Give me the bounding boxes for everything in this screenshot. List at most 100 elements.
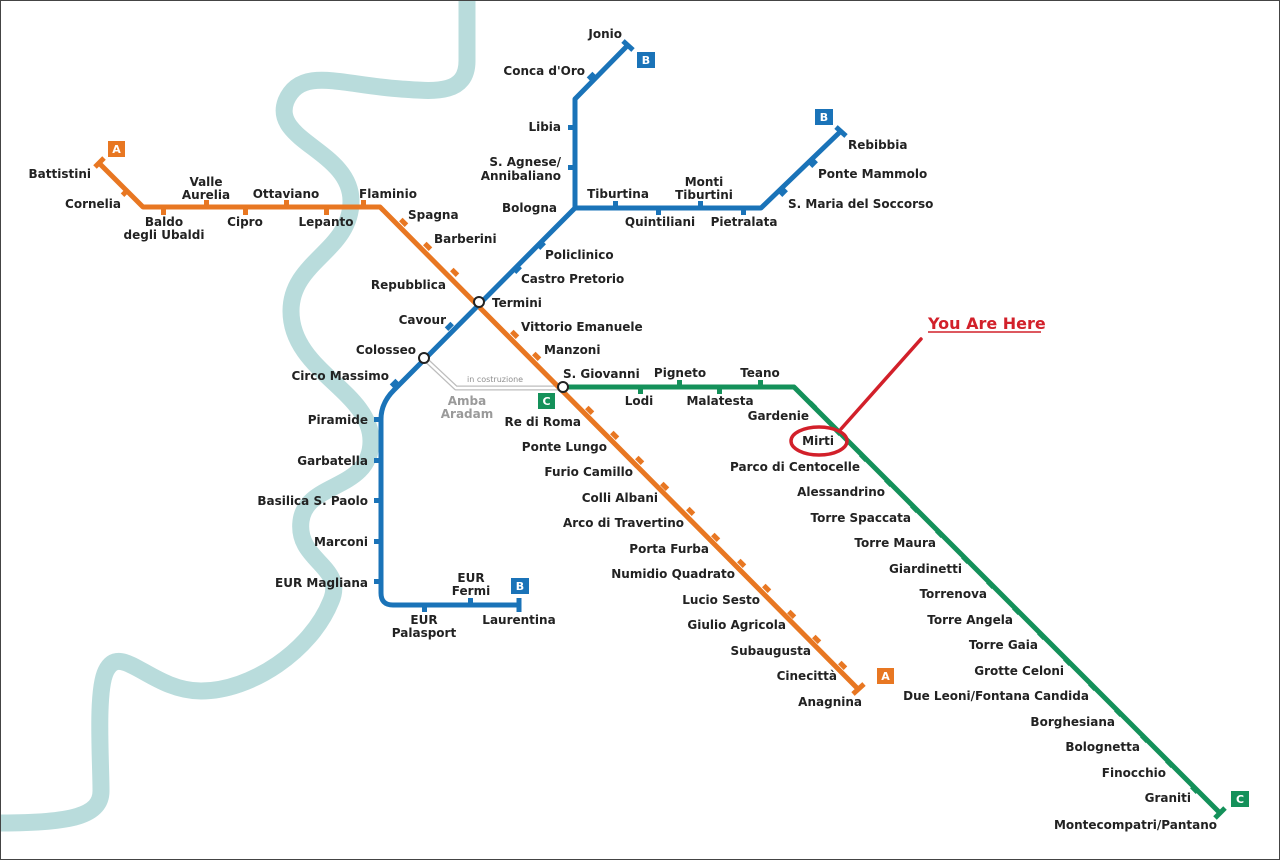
station-giulio-agricola[interactable]: Giulio Agricola <box>687 618 786 632</box>
line-b-terminus-rebibbia <box>834 125 848 138</box>
station-s-maria-del-soccorso[interactable]: S. Maria del Soccorso <box>788 197 933 211</box>
station-libia[interactable]: Libia <box>528 120 561 134</box>
amba-aradam-label-2: Aradam <box>441 407 494 421</box>
station-pietralata[interactable]: Pietralata <box>711 215 778 229</box>
station-eur-fermi-line1[interactable]: EUR <box>457 571 484 585</box>
station-torre-spaccata[interactable]: Torre Spaccata <box>811 511 911 525</box>
station-porta-furba[interactable]: Porta Furba <box>629 542 709 556</box>
station-pigneto[interactable]: Pigneto <box>654 366 706 380</box>
station-garbatella[interactable]: Garbatella <box>297 454 368 468</box>
station-circo-massimo[interactable]: Circo Massimo <box>291 369 389 383</box>
station-colli-albani[interactable]: Colli Albani <box>582 491 658 505</box>
station-manzoni[interactable]: Manzoni <box>544 343 600 357</box>
interchange-s-giovanni[interactable] <box>557 381 569 393</box>
station-repubblica[interactable]: Repubblica <box>371 278 446 292</box>
badge-b-jonio: B <box>637 52 655 68</box>
station-jonio[interactable]: Jonio <box>587 27 622 41</box>
badge-a-anagnina: A <box>877 668 894 684</box>
you-are-here-label: You Are Here <box>927 314 1046 333</box>
station-furio-camillo[interactable]: Furio Camillo <box>544 465 633 479</box>
station-valle-aurelia-line1[interactable]: Valle <box>189 175 222 189</box>
station-anagnina[interactable]: Anagnina <box>798 695 862 709</box>
station-piramide[interactable]: Piramide <box>308 413 368 427</box>
station-parco-di-centocelle[interactable]: Parco di Centocelle <box>730 460 860 474</box>
station-baldo-degli-ubaldi-line2[interactable]: degli Ubaldi <box>124 228 205 242</box>
svg-text:C: C <box>542 395 550 408</box>
you-are-here-pointer <box>839 337 923 431</box>
station-quintiliani[interactable]: Quintiliani <box>625 215 695 229</box>
station-marconi[interactable]: Marconi <box>314 535 368 549</box>
badge-c-s-giovanni: C <box>538 393 555 409</box>
station-barberini[interactable]: Barberini <box>434 232 497 246</box>
station-monti-tiburtini-line2[interactable]: Tiburtini <box>675 188 733 202</box>
station-cavour[interactable]: Cavour <box>399 313 447 327</box>
station-valle-aurelia-line2[interactable]: Aurelia <box>182 188 230 202</box>
interchange-termini[interactable] <box>473 296 485 308</box>
station-gardenie[interactable]: Gardenie <box>748 409 809 423</box>
station-torre-angela[interactable]: Torre Angela <box>927 613 1013 627</box>
under-construction-track-inner <box>423 357 561 390</box>
station-bolognetta[interactable]: Bolognetta <box>1065 740 1140 754</box>
station-tiburtina[interactable]: Tiburtina <box>587 187 649 201</box>
station-alessandrino[interactable]: Alessandrino <box>797 485 885 499</box>
amba-aradam-label-1: Amba <box>448 394 486 408</box>
station-cinecitta[interactable]: Cinecittà <box>777 669 837 683</box>
station-termini[interactable]: Termini <box>492 296 542 310</box>
station-lucio-sesto[interactable]: Lucio Sesto <box>682 593 760 607</box>
station-colosseo[interactable]: Colosseo <box>356 343 416 357</box>
badge-b-rebibbia: B <box>815 109 833 125</box>
station-baldo-degli-ubaldi-line1[interactable]: Baldo <box>145 215 183 229</box>
station-bologna[interactable]: Bologna <box>502 201 557 215</box>
station-spagna[interactable]: Spagna <box>408 208 459 222</box>
station-castro-pretorio[interactable]: Castro Pretorio <box>521 272 624 286</box>
station-re-di-roma[interactable]: Re di Roma <box>504 415 581 429</box>
station-giardinetti[interactable]: Giardinetti <box>889 562 962 576</box>
station-torre-gaia[interactable]: Torre Gaia <box>969 638 1038 652</box>
station-monti-tiburtini-line1[interactable]: Monti <box>685 175 724 189</box>
station-arco-di-travertino[interactable]: Arco di Travertino <box>563 516 684 530</box>
interchange-colosseo[interactable] <box>418 352 430 364</box>
station-torrenova[interactable]: Torrenova <box>919 587 987 601</box>
station-laurentina[interactable]: Laurentina <box>482 613 555 627</box>
station-basilica-s-paolo[interactable]: Basilica S. Paolo <box>257 494 368 508</box>
svg-text:C: C <box>1236 793 1244 806</box>
station-battistini[interactable]: Battistini <box>29 167 91 181</box>
station-cornelia[interactable]: Cornelia <box>65 197 121 211</box>
station-finocchio[interactable]: Finocchio <box>1102 766 1166 780</box>
station-torre-maura[interactable]: Torre Maura <box>854 536 936 550</box>
station-vittorio-emanuele[interactable]: Vittorio Emanuele <box>521 320 643 334</box>
station-malatesta[interactable]: Malatesta <box>686 394 753 408</box>
station-borghesiana[interactable]: Borghesiana <box>1030 715 1115 729</box>
station-s-agnese-line1[interactable]: S. Agnese/ <box>489 155 561 169</box>
svg-text:B: B <box>820 111 828 124</box>
station-conca-d-oro[interactable]: Conca d'Oro <box>503 64 585 78</box>
station-ottaviano[interactable]: Ottaviano <box>253 187 320 201</box>
station-lodi[interactable]: Lodi <box>625 394 654 408</box>
station-s-agnese-line2[interactable]: Annibaliano <box>481 169 561 183</box>
station-teano[interactable]: Teano <box>740 366 780 380</box>
station-s-giovanni[interactable]: S. Giovanni <box>563 367 640 381</box>
station-eur-fermi-line2[interactable]: Fermi <box>452 584 490 598</box>
station-policlinico[interactable]: Policlinico <box>545 248 614 262</box>
station-ponte-lungo[interactable]: Ponte Lungo <box>522 440 607 454</box>
station-grotte-celoni[interactable]: Grotte Celoni <box>974 664 1064 678</box>
station-subaugusta[interactable]: Subaugusta <box>730 644 811 658</box>
station-flaminio[interactable]: Flaminio <box>359 187 417 201</box>
station-eur-palasport-line1[interactable]: EUR <box>410 613 437 627</box>
station-eur-palasport-line2[interactable]: Palasport <box>392 626 457 640</box>
station-rebibbia[interactable]: Rebibbia <box>848 138 907 152</box>
line-a-terminus-anagnina <box>851 682 866 696</box>
station-montecompatri-pantano[interactable]: Montecompatri/Pantano <box>1054 818 1217 832</box>
line-b-station-ticks <box>374 71 818 612</box>
svg-text:B: B <box>516 580 524 593</box>
station-due-leoni-fontana-candida[interactable]: Due Leoni/Fontana Candida <box>903 689 1089 703</box>
station-ponte-mammolo[interactable]: Ponte Mammolo <box>818 167 927 181</box>
station-mirti[interactable]: Mirti <box>802 434 834 448</box>
station-eur-magliana[interactable]: EUR Magliana <box>275 576 368 590</box>
station-lepanto[interactable]: Lepanto <box>299 215 354 229</box>
line-b-rebibbia-branch-track <box>575 129 843 211</box>
station-graniti[interactable]: Graniti <box>1145 791 1191 805</box>
line-a-terminus-battistini <box>93 156 106 169</box>
station-cipro[interactable]: Cipro <box>227 215 263 229</box>
station-numidio-quadrato[interactable]: Numidio Quadrato <box>611 567 735 581</box>
